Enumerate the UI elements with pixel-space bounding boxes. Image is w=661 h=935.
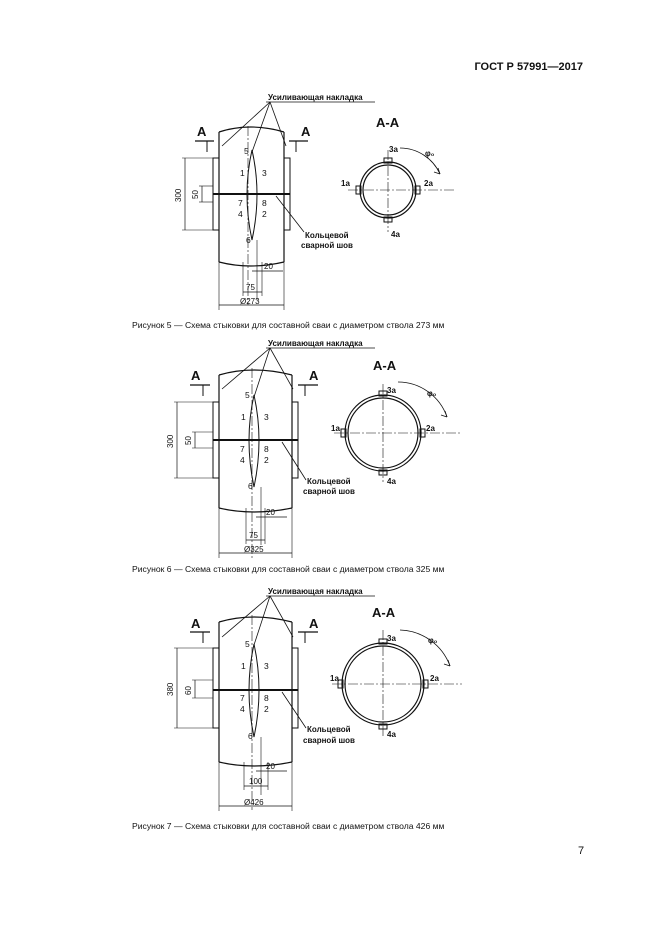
section-point-1a: 1а	[330, 674, 339, 683]
weld-label-line1: Кольцевой	[305, 231, 349, 240]
number-4: 4	[240, 704, 245, 714]
figure-7: Усиливающая накладка А А А-А 5 1 3 7 8 4…	[132, 587, 462, 831]
section-mark-right: А	[309, 616, 319, 631]
section-point-4a: 4а	[387, 477, 396, 486]
overlay-label: Усиливающая накладка	[268, 587, 363, 596]
number-2: 2	[264, 704, 269, 714]
number-3: 3	[262, 168, 267, 178]
number-8: 8	[264, 444, 269, 454]
number-6: 6	[246, 235, 251, 245]
weld-label-line2: сварной шов	[303, 487, 355, 496]
dim-gap: 20	[266, 508, 275, 517]
overlay-label: Усиливающая накладка	[268, 93, 363, 102]
dim-gap: 20	[264, 262, 273, 271]
weld-label-line1: Кольцевой	[307, 477, 351, 486]
document-header: ГОСТ Р 57991—2017	[474, 61, 583, 73]
number-1: 1	[241, 412, 246, 422]
dim-mid: 50	[184, 436, 193, 445]
number-3: 3	[264, 412, 269, 422]
section-mark-right: А	[309, 368, 319, 383]
section-point-2a: 2а	[430, 674, 439, 683]
number-8: 8	[262, 198, 267, 208]
figure-5: Усиливающая накладка А А А-А 5 1 3 7 8 4…	[0, 0, 661, 340]
section-mark-left: А	[191, 368, 201, 383]
section-point-2a: 2а	[426, 424, 435, 433]
weld-label-line2: сварной шов	[301, 241, 353, 250]
dim-width: 75	[249, 531, 258, 540]
section-mark-left: А	[197, 124, 207, 139]
cross-section-view	[348, 147, 456, 232]
pile-joint-drawing-426: Усиливающая накладка А А А-А 5 1 3 7 8 4…	[166, 587, 462, 811]
section-point-3a: 3а	[389, 145, 398, 154]
number-2: 2	[262, 209, 267, 219]
section-title: А-А	[372, 605, 396, 620]
weld-label-line1: Кольцевой	[307, 725, 351, 734]
section-point-3a: 3а	[387, 386, 396, 395]
dim-total: 380	[166, 682, 175, 696]
overlay-label: Усиливающая накладка	[268, 339, 363, 348]
section-point-4a: 4а	[387, 730, 396, 739]
number-7: 7	[240, 444, 245, 454]
section-point-3a: 3а	[387, 634, 396, 643]
pile-side-view	[174, 595, 375, 811]
pile-joint-drawing-273: Усиливающая накладка А А А-А 5 1 3 7 8 4…	[174, 93, 456, 310]
number-1: 1	[240, 168, 245, 178]
dim-total: 300	[166, 434, 175, 448]
number-3: 3	[264, 661, 269, 671]
pile-side-view	[174, 347, 375, 560]
page-number: 7	[578, 845, 585, 857]
number-6: 6	[248, 731, 253, 741]
section-mark-left: А	[191, 616, 201, 631]
dim-diameter: Ø273	[240, 297, 260, 306]
figure-6: Усиливающая накладка А А А-А 5 1 3 7 8 4…	[132, 339, 462, 574]
cross-section-view	[334, 381, 462, 482]
pile-side-view	[182, 101, 375, 310]
number-4: 4	[240, 455, 245, 465]
number-5: 5	[245, 390, 250, 400]
cross-section-view	[332, 629, 462, 736]
dim-diameter: Ø426	[244, 798, 264, 807]
number-7: 7	[240, 693, 245, 703]
figure-caption: Рисунок 7 — Схема стыковки для составной…	[132, 821, 445, 831]
section-title: А-А	[373, 358, 397, 373]
section-point-2a: 2а	[424, 179, 433, 188]
angle-label: φ₀	[428, 636, 438, 645]
dim-gap: 20	[266, 762, 275, 771]
dim-width: 100	[249, 777, 263, 786]
number-6: 6	[248, 481, 253, 491]
number-7: 7	[238, 198, 243, 208]
number-2: 2	[264, 455, 269, 465]
figure-caption: Рисунок 6 — Схема стыковки для составной…	[132, 564, 445, 574]
weld-label-line2: сварной шов	[303, 736, 355, 745]
section-mark-right: А	[301, 124, 311, 139]
angle-label: φ₀	[425, 149, 435, 158]
dim-total: 300	[174, 188, 183, 202]
number-1: 1	[241, 661, 246, 671]
section-point-4a: 4а	[391, 230, 400, 239]
number-5: 5	[245, 639, 250, 649]
number-4: 4	[238, 209, 243, 219]
section-point-1a: 1а	[331, 424, 340, 433]
dim-mid: 60	[184, 686, 193, 695]
figure-caption: Рисунок 5 — Схема стыковки для составной…	[132, 320, 445, 330]
dim-diameter: Ø325	[244, 545, 264, 554]
number-8: 8	[264, 693, 269, 703]
pile-joint-drawing-325: Усиливающая накладка А А А-А 5 1 3 7 8 4…	[166, 339, 462, 560]
section-point-1a: 1а	[341, 179, 350, 188]
section-title: А-А	[376, 115, 400, 130]
number-5: 5	[244, 146, 249, 156]
dim-width: 75	[246, 283, 255, 292]
angle-label: φ₀	[427, 389, 437, 398]
dim-mid: 50	[191, 190, 200, 199]
